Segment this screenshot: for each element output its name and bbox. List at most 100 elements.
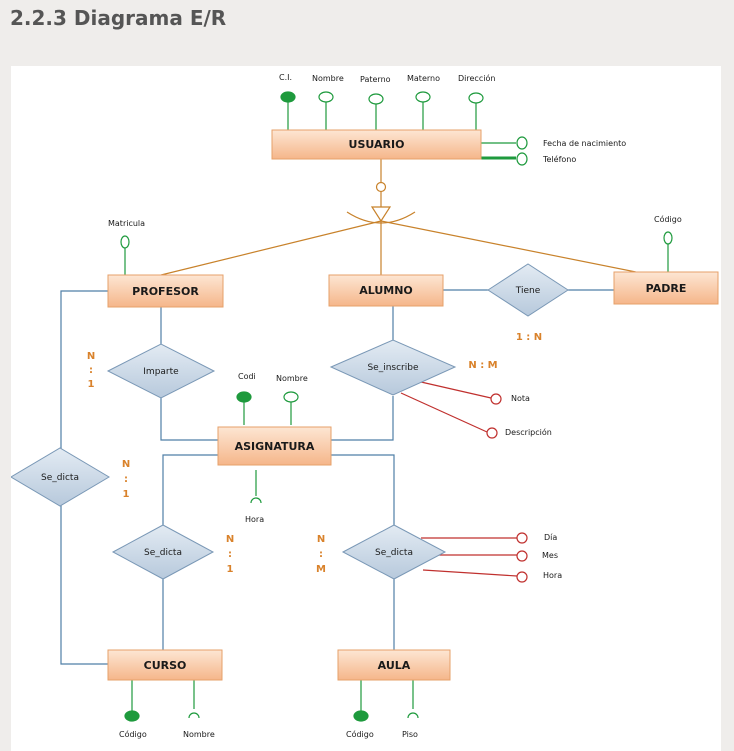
entity-profesor-label: PROFESOR [132,285,199,298]
entity-aula: AULA [337,649,451,681]
attr-asignatura-nombre: Nombre [276,374,308,383]
hora-attr-icon [516,571,528,583]
ci-key-icon [280,91,296,103]
entity-alumno-label: ALUMNO [359,284,413,297]
attr-fecha-nacimiento: Fecha de nacimiento [543,139,626,148]
attr-ci: C.I. [279,73,292,82]
section-heading: 2.2.3 Diagrama E/R [10,6,227,30]
cardinality-left-n: N [122,459,130,470]
dia-attr-icon [516,532,528,544]
attr-curso-nombre: Nombre [183,730,215,739]
isa-triangle [370,206,392,223]
attr-nombre: Nombre [312,74,344,83]
attr-dicta-hora: Hora [543,571,562,580]
attr-telefono: Teléfono [542,154,576,164]
blue-connectors [60,289,614,665]
attr-matricula: Matricula [108,219,145,228]
attr-padre-codigo: Código [654,214,682,224]
cardinality-left-1: 1 [123,489,130,500]
attr-aula-piso: Piso [402,730,418,739]
entity-padre-label: PADRE [646,282,687,295]
relationship-se-dicta-aula-label: Se_dicta [375,548,413,558]
cardinality-tiene: 1 : N [516,332,542,343]
attr-materno: Materno [407,74,440,83]
asignatura-dicta-aula-line [331,454,395,528]
asignatura-nombre-attr-icon [283,391,299,403]
relationship-imparte: Imparte [106,343,216,399]
relationship-se-inscribe-label: Se_inscribe [367,363,419,373]
attr-codi: Codi [238,372,256,381]
isa-padre-line [380,220,652,276]
relationship-tiene: Tiene [487,263,569,317]
dicta-aula-attributes [421,532,528,583]
matricula-attr-icon [120,235,130,249]
curso-nombre-attr-icon [188,712,200,719]
cardinality-curso-1: 1 [227,564,234,575]
attr-curso-codigo: Código [119,729,147,739]
inheritance-connectors [160,159,652,276]
entity-usuario-label: USUARIO [349,138,405,151]
cardinality-curso-colon: : [228,549,232,560]
aula-codigo-key-icon [353,710,369,722]
inscribe-asignatura-line [331,396,394,441]
entity-padre: PADRE [613,271,719,305]
asignatura-hora-attr-icon [250,497,262,504]
entity-profesor: PROFESOR [107,274,224,308]
asignatura-attributes [236,391,299,504]
er-diagram-canvas: C.I. Nombre Paterno Materno Dirección Fe… [11,66,721,751]
attr-nota: Nota [511,394,530,403]
cardinality-curso-n: N [226,534,234,545]
curso-aula-attributes [124,680,419,722]
cardinality-aula-n: N [317,534,325,545]
attr-dia: Día [544,533,557,542]
relationship-se-dicta-left: Se_dicta [11,447,110,507]
profesor-padre-attributes [120,231,673,275]
fecha-attr-icon [516,136,528,150]
cardinality-imparte-1: 1 [88,379,95,390]
cardinality-left-colon: : [124,474,128,485]
cardinality-imparte-colon: : [89,365,93,376]
isa-profesor-line [160,220,382,276]
usuario-attributes [280,91,528,166]
entity-curso: CURSO [107,649,223,681]
attr-direccion: Dirección [458,73,495,83]
er-diagram: C.I. Nombre Paterno Materno Dirección Fe… [11,73,719,739]
relationship-se-dicta-left-label: Se_dicta [41,473,79,483]
padre-codigo-attr-icon [663,231,673,245]
relationship-se-dicta-aula: Se_dicta [341,524,447,580]
nota-attr-icon [490,393,502,405]
asignatura-dicta-curso-line [162,454,218,528]
nombre-attr-icon [318,91,334,103]
entity-asignatura-label: ASIGNATURA [235,440,315,453]
relationship-imparte-label: Imparte [143,367,179,377]
relationship-se-dicta-curso-label: Se_dicta [144,548,182,558]
cardinality-se-inscribe: N : M [468,360,497,371]
descripcion-attr-icon [486,427,498,439]
attr-aula-codigo: Código [346,729,374,739]
paterno-attr-icon [368,93,384,105]
relationship-se-dicta-curso: Se_dicta [111,524,215,580]
attr-descripcion: Descripción [505,427,552,437]
entity-asignatura: ASIGNATURA [217,426,332,466]
mes-attr-icon [516,550,528,562]
attr-mes: Mes [542,551,558,560]
telefono-attr-icon [516,152,528,166]
relationship-se-inscribe: Se_inscribe [329,339,457,396]
entity-usuario: USUARIO [271,129,482,160]
curso-codigo-key-icon [124,710,140,722]
entity-aula-label: AULA [378,659,411,672]
cardinality-imparte-n: N [87,351,95,362]
relationship-tiene-label: Tiene [515,286,541,296]
materno-attr-icon [415,91,431,103]
direccion-attr-icon [468,92,484,104]
inscribe-attributes [400,381,502,439]
entity-curso-label: CURSO [144,659,187,672]
isa-circle [375,181,387,193]
attr-paterno: Paterno [360,75,391,84]
cardinality-aula-colon: : [319,549,323,560]
cardinality-aula-m: M [316,564,326,575]
entity-alumno: ALUMNO [328,274,444,307]
attr-asignatura-hora: Hora [245,515,264,524]
codi-key-icon [236,391,252,403]
aula-piso-attr-icon [407,712,419,719]
